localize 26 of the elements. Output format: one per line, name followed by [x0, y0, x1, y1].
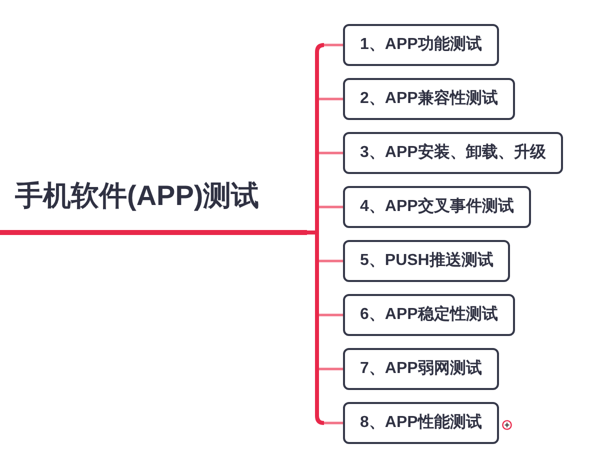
connector-line [319, 98, 343, 100]
connector-line [319, 368, 343, 370]
connector-line [319, 314, 343, 316]
topic-box [343, 240, 510, 282]
topic-box [343, 24, 499, 66]
topic-box [343, 186, 531, 228]
topic-text: 1、APP功能测试 [360, 35, 482, 55]
topic-text: 5、PUSH推送测试 [360, 251, 494, 271]
connector-line [305, 43, 326, 425]
connector-line [319, 260, 343, 262]
topic-text: 4、APP交叉事件测试 [360, 197, 514, 217]
topic-box [343, 402, 499, 444]
connector-line [319, 152, 343, 154]
topic-text: 8、APP性能测试 [360, 413, 482, 433]
topic-box [343, 132, 563, 174]
topic-text: 7、APP弱网测试 [360, 359, 482, 379]
topic-box [343, 348, 499, 390]
connector-line [324, 422, 343, 424]
topic-text: 3、APP安装、卸载、升级 [360, 143, 546, 163]
topic-text: 6、APP稳定性测试 [360, 305, 498, 325]
topic-box [343, 78, 515, 120]
central-topic-text: 手机软件(APP)测试 [15, 179, 260, 213]
topic-box [343, 294, 515, 336]
topic-text: 2、APP兼容性测试 [360, 89, 498, 109]
connector-line [319, 206, 343, 208]
connector-line [324, 44, 343, 46]
